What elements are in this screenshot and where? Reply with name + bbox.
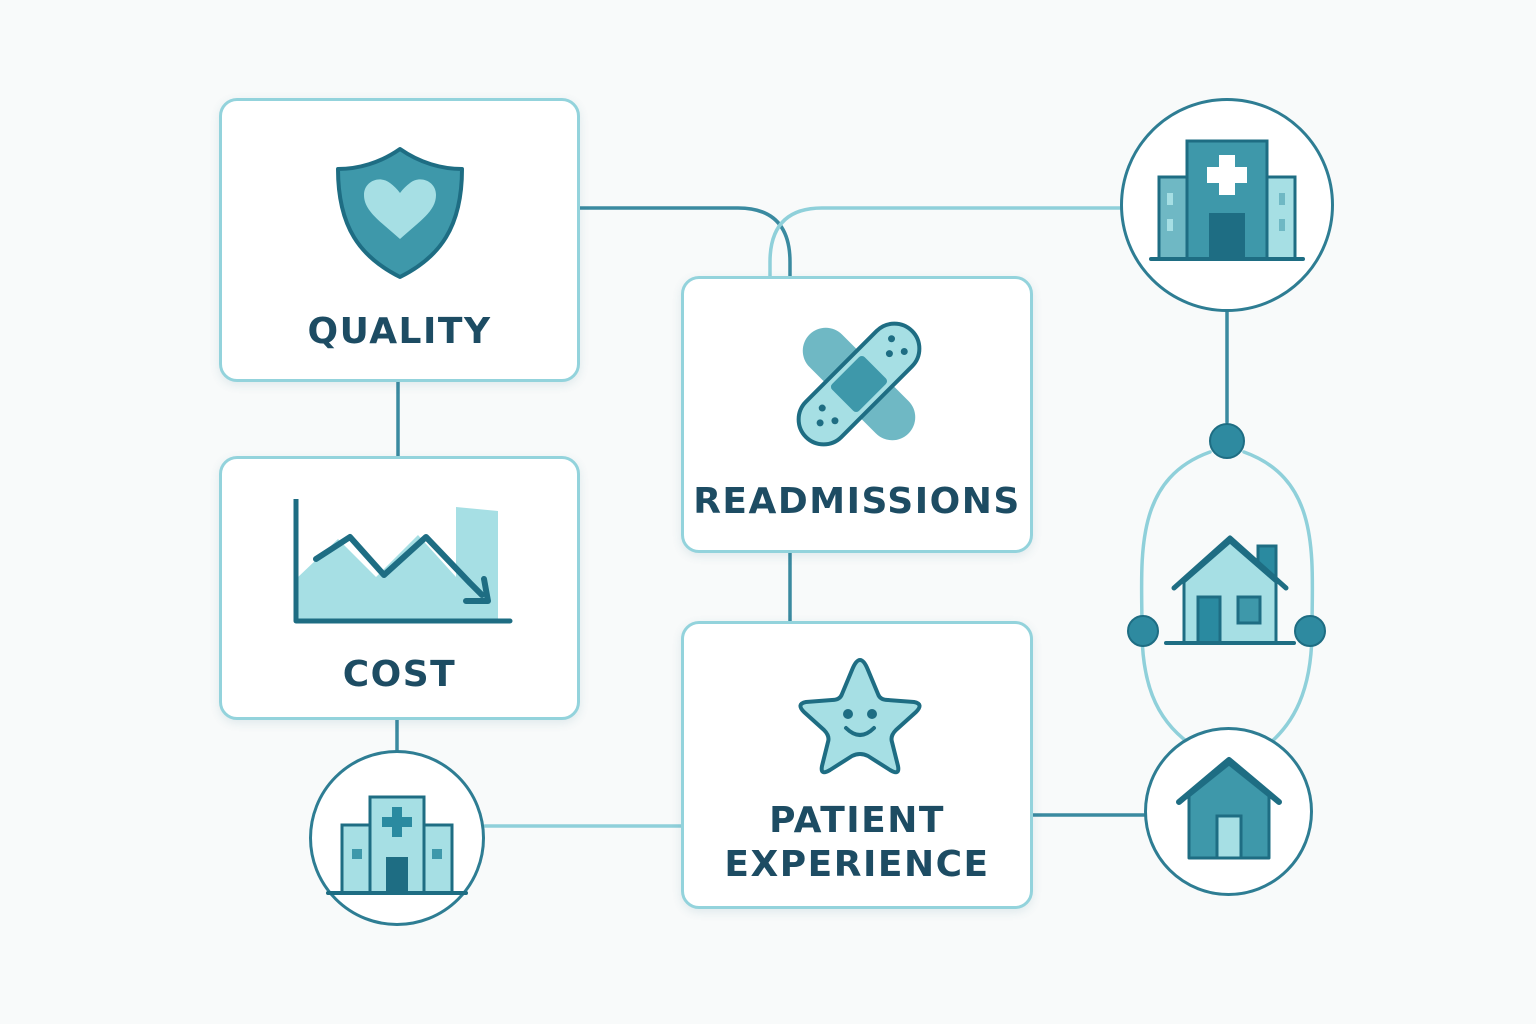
hospital-icon <box>1149 139 1305 261</box>
junction-dot-right <box>1294 615 1326 647</box>
junction-dot-left <box>1127 615 1159 647</box>
bandage-icon <box>796 321 922 447</box>
junction-dot-top <box>1209 423 1245 459</box>
readmissions-card: READMISSIONS <box>681 276 1033 553</box>
patient-experience-label-line1: PATIENT <box>769 800 945 841</box>
connector-hospital-readmissions <box>768 206 1122 278</box>
smiling-star-icon <box>798 658 922 775</box>
connector-quality-readmissions <box>577 206 792 278</box>
patient-experience-label-line2: EXPERIENCE <box>724 844 990 885</box>
home-node <box>1144 727 1313 896</box>
shield-heart-icon <box>336 147 464 279</box>
patient-experience-card: PATIENT EXPERIENCE <box>681 621 1033 909</box>
house-icon <box>1164 535 1296 645</box>
readmissions-label: READMISSIONS <box>693 481 1021 522</box>
hospital-node <box>1120 98 1334 312</box>
cost-card: COST <box>219 456 580 720</box>
clinic-node <box>309 750 485 926</box>
declining-chart-icon <box>293 499 513 624</box>
house-icon <box>1176 757 1282 860</box>
clinic-icon <box>326 795 468 895</box>
quality-label: QUALITY <box>307 311 492 352</box>
cost-label: COST <box>342 654 457 695</box>
quality-card: QUALITY <box>219 98 580 382</box>
